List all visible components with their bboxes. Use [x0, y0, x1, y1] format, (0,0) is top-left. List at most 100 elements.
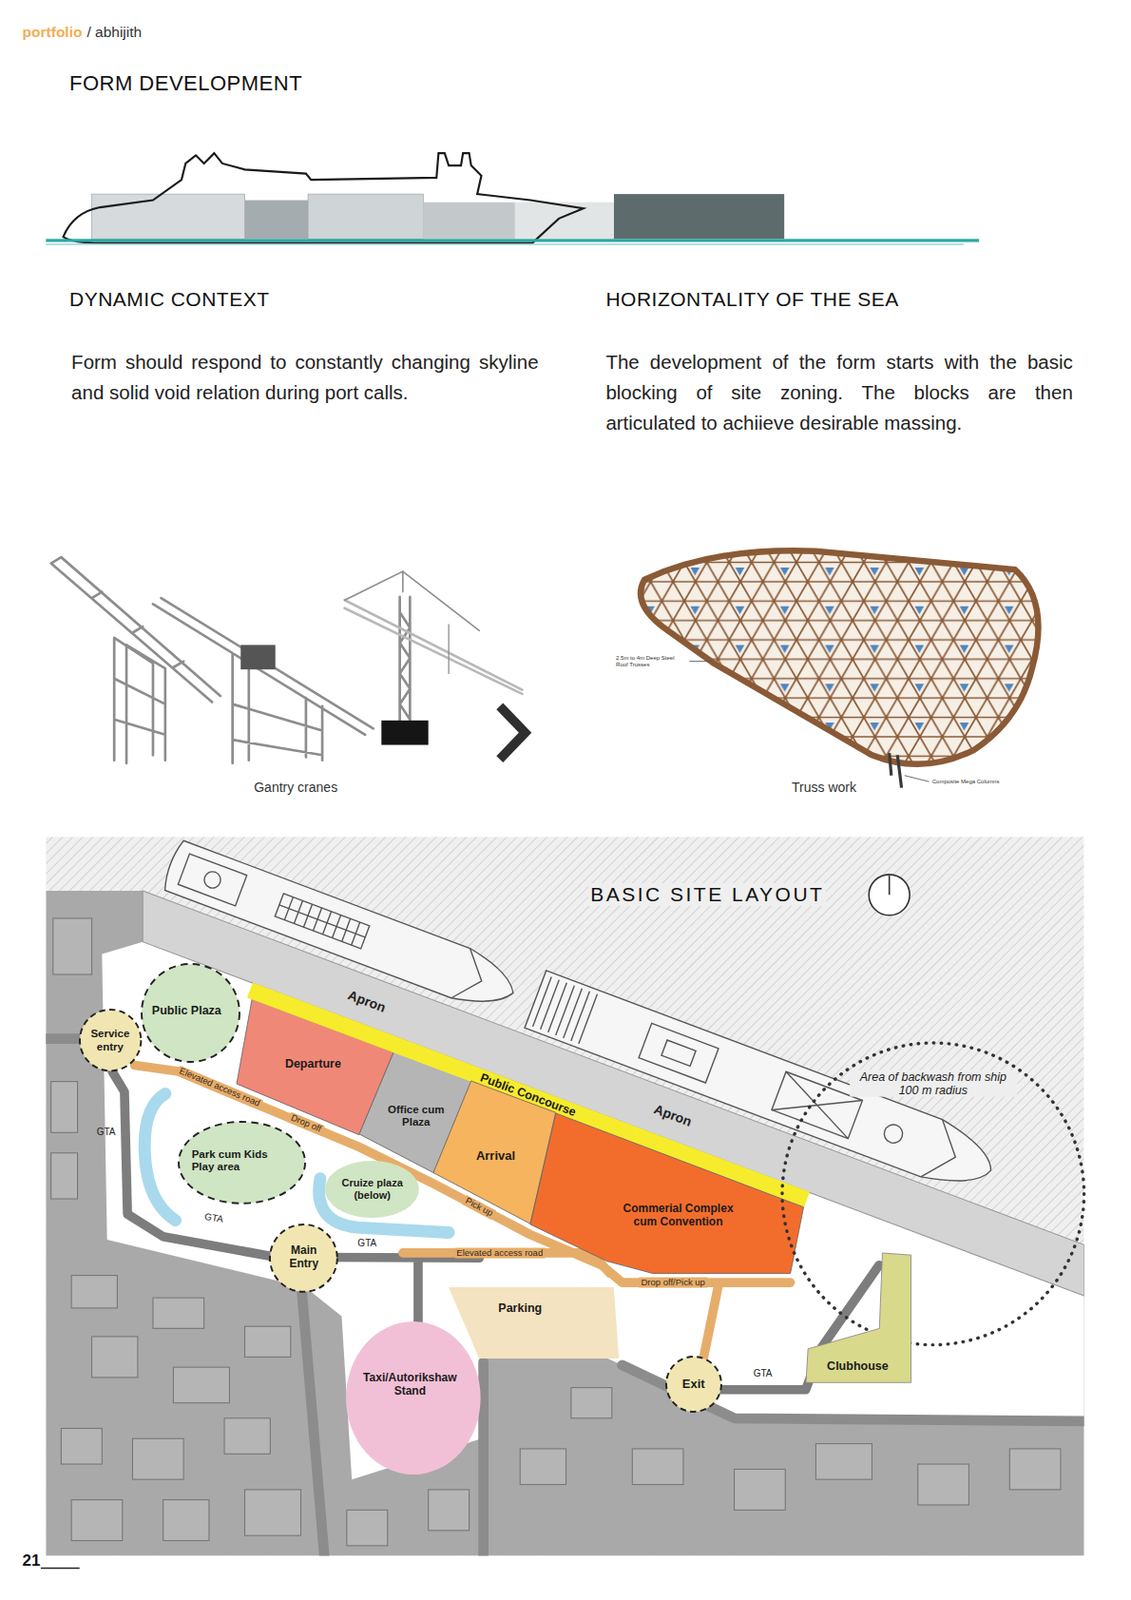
gantry-crane-illustration [400, 596, 411, 723]
site-map [888, 875, 891, 895]
zone-block-shape [530, 1112, 805, 1273]
gantry-crane-illustration [447, 624, 449, 674]
site-map [142, 890, 1084, 1296]
road-label: Elevated access road [454, 1246, 545, 1258]
zone-ellipse: Taxi/Autorikshaw Stand [345, 1321, 481, 1475]
massing-silhouette [613, 193, 785, 239]
leader-note: 2.5m to 4m Deep Steel Roof Trusses [615, 654, 688, 669]
gantry-crane-illustration [51, 556, 526, 764]
site-map [1009, 1448, 1061, 1490]
entry-circle: Exit [666, 1356, 722, 1412]
site-map [132, 1437, 184, 1479]
node-label: Area of backwash from ship 100 m radius [849, 1069, 1017, 1097]
site-map [868, 874, 910, 916]
site-map [920, 1119, 967, 1187]
site-map [45, 890, 1084, 1556]
gantry-crane-illustration [240, 644, 275, 670]
zone-ellipse: Cruize plaza (below) [325, 1160, 420, 1218]
truss-illustration [689, 660, 712, 662]
section-heading: HORIZONTALITY OF THE SEA [605, 287, 899, 311]
page-number-rule [40, 1567, 80, 1570]
image-caption: Gantry cranes [253, 779, 338, 795]
site-map [918, 1463, 970, 1505]
site-map [60, 1427, 102, 1464]
zone-ellipse-outline [325, 1160, 420, 1218]
site-map [632, 1448, 684, 1485]
massing-silhouette [422, 202, 516, 240]
zone-circle-shape [141, 963, 240, 1062]
site-map [881, 1121, 906, 1146]
massing-silhouette [515, 202, 614, 240]
truss-illustration [640, 550, 1038, 765]
zone-block-outline [530, 1112, 805, 1273]
site-map [224, 1418, 270, 1455]
page-title: FORM DEVELOPMENT [69, 71, 303, 96]
gantry-crane-illustration [381, 720, 428, 746]
massing-silhouette [245, 200, 309, 240]
site-map [53, 918, 93, 975]
entry-circle-shape [79, 1009, 141, 1071]
road-network [112, 1071, 480, 1324]
truss-illustration [640, 550, 1038, 787]
gantry-crane-illustration [114, 637, 166, 764]
area-label: Apron [345, 986, 388, 1016]
massing-silhouette [45, 238, 979, 242]
truss-illustration [904, 775, 930, 782]
node-label: Service entry [83, 1027, 137, 1053]
zone-ellipse: Park cum Kids Play area [178, 1121, 306, 1204]
node-label: Cruize plaza (below) [332, 1177, 413, 1202]
massing-silhouette [307, 193, 423, 239]
zone-block-outline [448, 1286, 619, 1359]
zone-circle: Public Plaza [141, 963, 240, 1062]
zone-block: Commerial Complex cum Convention [530, 1112, 805, 1273]
site-map [51, 1081, 78, 1133]
site-map [571, 1387, 613, 1419]
node-label: Park cum Kids Play area [191, 1148, 287, 1173]
page-number: 21 [22, 1551, 41, 1571]
site-map [45, 836, 1084, 1555]
site-map [638, 1022, 719, 1083]
gantry-crane-illustration [345, 599, 523, 694]
gantry-crane-illustration [345, 571, 480, 631]
section-heading: DYNAMIC CONTEXT [69, 287, 270, 311]
site-map [71, 1499, 123, 1541]
site-map [245, 1325, 291, 1357]
site-map [201, 868, 223, 890]
road-network [45, 1038, 1084, 1556]
entry-circle: Service entry [79, 1009, 141, 1071]
zone-ellipse-shape [345, 1321, 481, 1475]
node-label: Clubhouse [826, 1359, 889, 1373]
massing-silhouette [63, 153, 584, 243]
site-map [45, 836, 1084, 1555]
gantry-crane-illustration [153, 597, 374, 764]
site-map [51, 1152, 78, 1199]
road-label: GTA [753, 1368, 773, 1381]
node-label: Exit [682, 1377, 706, 1392]
node-label: Commerial Complex cum Convention [613, 1202, 742, 1229]
massing-silhouette [45, 243, 964, 246]
site-map [274, 893, 369, 949]
massing-silhouette [45, 153, 979, 246]
gantry-crane-illustration [499, 706, 526, 760]
node-label: Public Plaza [152, 1003, 222, 1017]
site-map [245, 1489, 302, 1535]
road-label: GTA [357, 1237, 377, 1249]
leader-note: Composite Mega Columns [932, 777, 1000, 785]
zone-ellipse-shape [325, 1160, 420, 1218]
truss-illustration [889, 752, 902, 787]
site-map [71, 1275, 117, 1308]
area-label: Apron [651, 1100, 694, 1130]
entry-circle: Main Entry [269, 1224, 338, 1292]
zone-ellipse-shape [178, 1121, 306, 1204]
entry-circle-shape [666, 1356, 722, 1412]
backwash-zone: Area of backwash from ship 100 m radius [782, 1042, 1085, 1345]
road-label: GTA [204, 1210, 225, 1225]
site-map [92, 1336, 138, 1378]
zone-block-shape [805, 1252, 912, 1382]
node-label: Office cum Plaza [379, 1103, 453, 1129]
road-label: Drop off/Pick up [638, 1276, 707, 1287]
road-network [144, 1093, 175, 1221]
